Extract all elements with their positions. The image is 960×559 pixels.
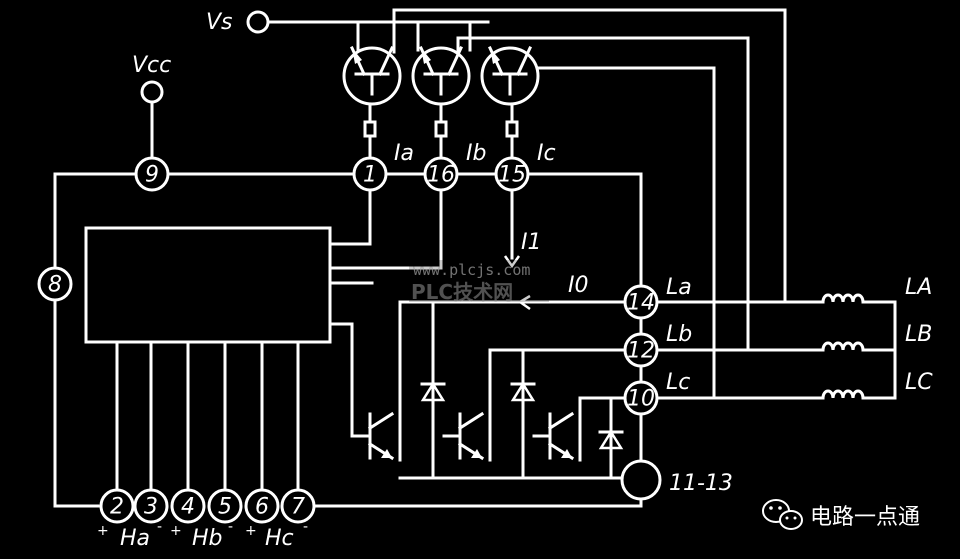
pin-5-circle — [207, 488, 243, 524]
label-ic: Ic — [537, 141, 556, 166]
sense-resistor-c — [505, 120, 519, 138]
label-lb: Lb — [666, 322, 692, 347]
watermark-backdrop — [409, 260, 549, 302]
label-coil-lc: LC — [905, 370, 933, 395]
pin-3-number: 3 — [144, 495, 158, 520]
label-la: La — [666, 275, 692, 300]
coil-lc — [821, 389, 868, 400]
watermark-site: PLC技术网 — [411, 280, 513, 304]
pin-2-circle — [99, 488, 135, 524]
pin-3-circle — [133, 488, 169, 524]
label-coil-lb: LB — [905, 322, 932, 347]
arrow-i0-icon — [517, 294, 531, 311]
label-hc: Hc — [265, 526, 294, 551]
pin-7-circle — [280, 488, 316, 524]
lower-transistor-a — [352, 412, 394, 460]
pin-15-circle — [494, 156, 530, 192]
label-hb: Hb — [192, 526, 223, 551]
pin-11-13-circle — [620, 459, 662, 501]
label-coil-la: LA — [905, 275, 932, 300]
pin-9-circle — [134, 156, 170, 192]
pin-2-number: 2 — [110, 495, 124, 520]
sense-resistor-b — [434, 120, 448, 138]
wires — [53, 8, 897, 508]
pin-5-number: 5 — [218, 495, 232, 520]
label-pins-11-13: 11-13 — [669, 471, 733, 496]
pin-14-number: 14 — [627, 291, 655, 316]
pin-6-number: 6 — [255, 495, 269, 520]
vcc-terminal — [140, 80, 164, 104]
pin-4-number: 4 — [181, 495, 195, 520]
lower-transistor-c — [532, 412, 574, 460]
upper-transistor-b — [411, 46, 471, 106]
wechat-icon — [762, 499, 803, 530]
pin-16-circle — [423, 156, 459, 192]
pin-7-number: 7 — [291, 495, 305, 520]
control-ic-block — [84, 226, 332, 344]
label-lc: Lc — [666, 370, 690, 395]
pin-12-number: 12 — [627, 339, 655, 364]
coil-la — [821, 293, 868, 304]
pin-1-circle — [352, 156, 388, 192]
upper-transistor-a — [342, 46, 402, 106]
pin-8-circle — [37, 266, 73, 302]
label-ib: Ib — [466, 141, 486, 166]
label-i0: I0 — [568, 273, 589, 298]
pin-10-circle — [623, 380, 659, 416]
label-hc-minus: - — [303, 519, 308, 535]
watermark-url: www.plcjs.com — [413, 261, 530, 279]
label-hb-plus: + — [170, 523, 182, 539]
label-hb-minus: - — [228, 519, 233, 535]
pin-12-circle — [623, 332, 659, 368]
arrow-i1-icon — [503, 255, 521, 269]
coil-lb — [821, 341, 868, 352]
pin-9-number: 9 — [145, 163, 159, 188]
pin-16-number: 16 — [427, 163, 455, 188]
brand-name: 电路一点通 — [810, 505, 920, 530]
label-vcc: Vcc — [132, 53, 171, 78]
pin-10-number: 10 — [627, 387, 655, 412]
upper-transistor-c — [480, 46, 540, 106]
sense-resistor-a — [363, 120, 377, 138]
label-ha: Ha — [120, 526, 150, 551]
vs-terminal — [246, 10, 270, 34]
pin-6-circle — [244, 488, 280, 524]
label-ha-plus: + — [97, 523, 109, 539]
lower-transistor-b — [442, 412, 484, 460]
label-ia: Ia — [394, 141, 414, 166]
pin-1-number: 1 — [363, 163, 377, 188]
pin-15-number: 15 — [498, 163, 526, 188]
pin-4-circle — [170, 488, 206, 524]
label-ha-minus: - — [157, 519, 162, 535]
pin-8-number: 8 — [48, 273, 62, 298]
label-vs: Vs — [206, 10, 233, 35]
pin-14-circle — [623, 284, 659, 320]
label-i1: I1 — [521, 230, 542, 255]
label-hc-plus: + — [245, 523, 257, 539]
